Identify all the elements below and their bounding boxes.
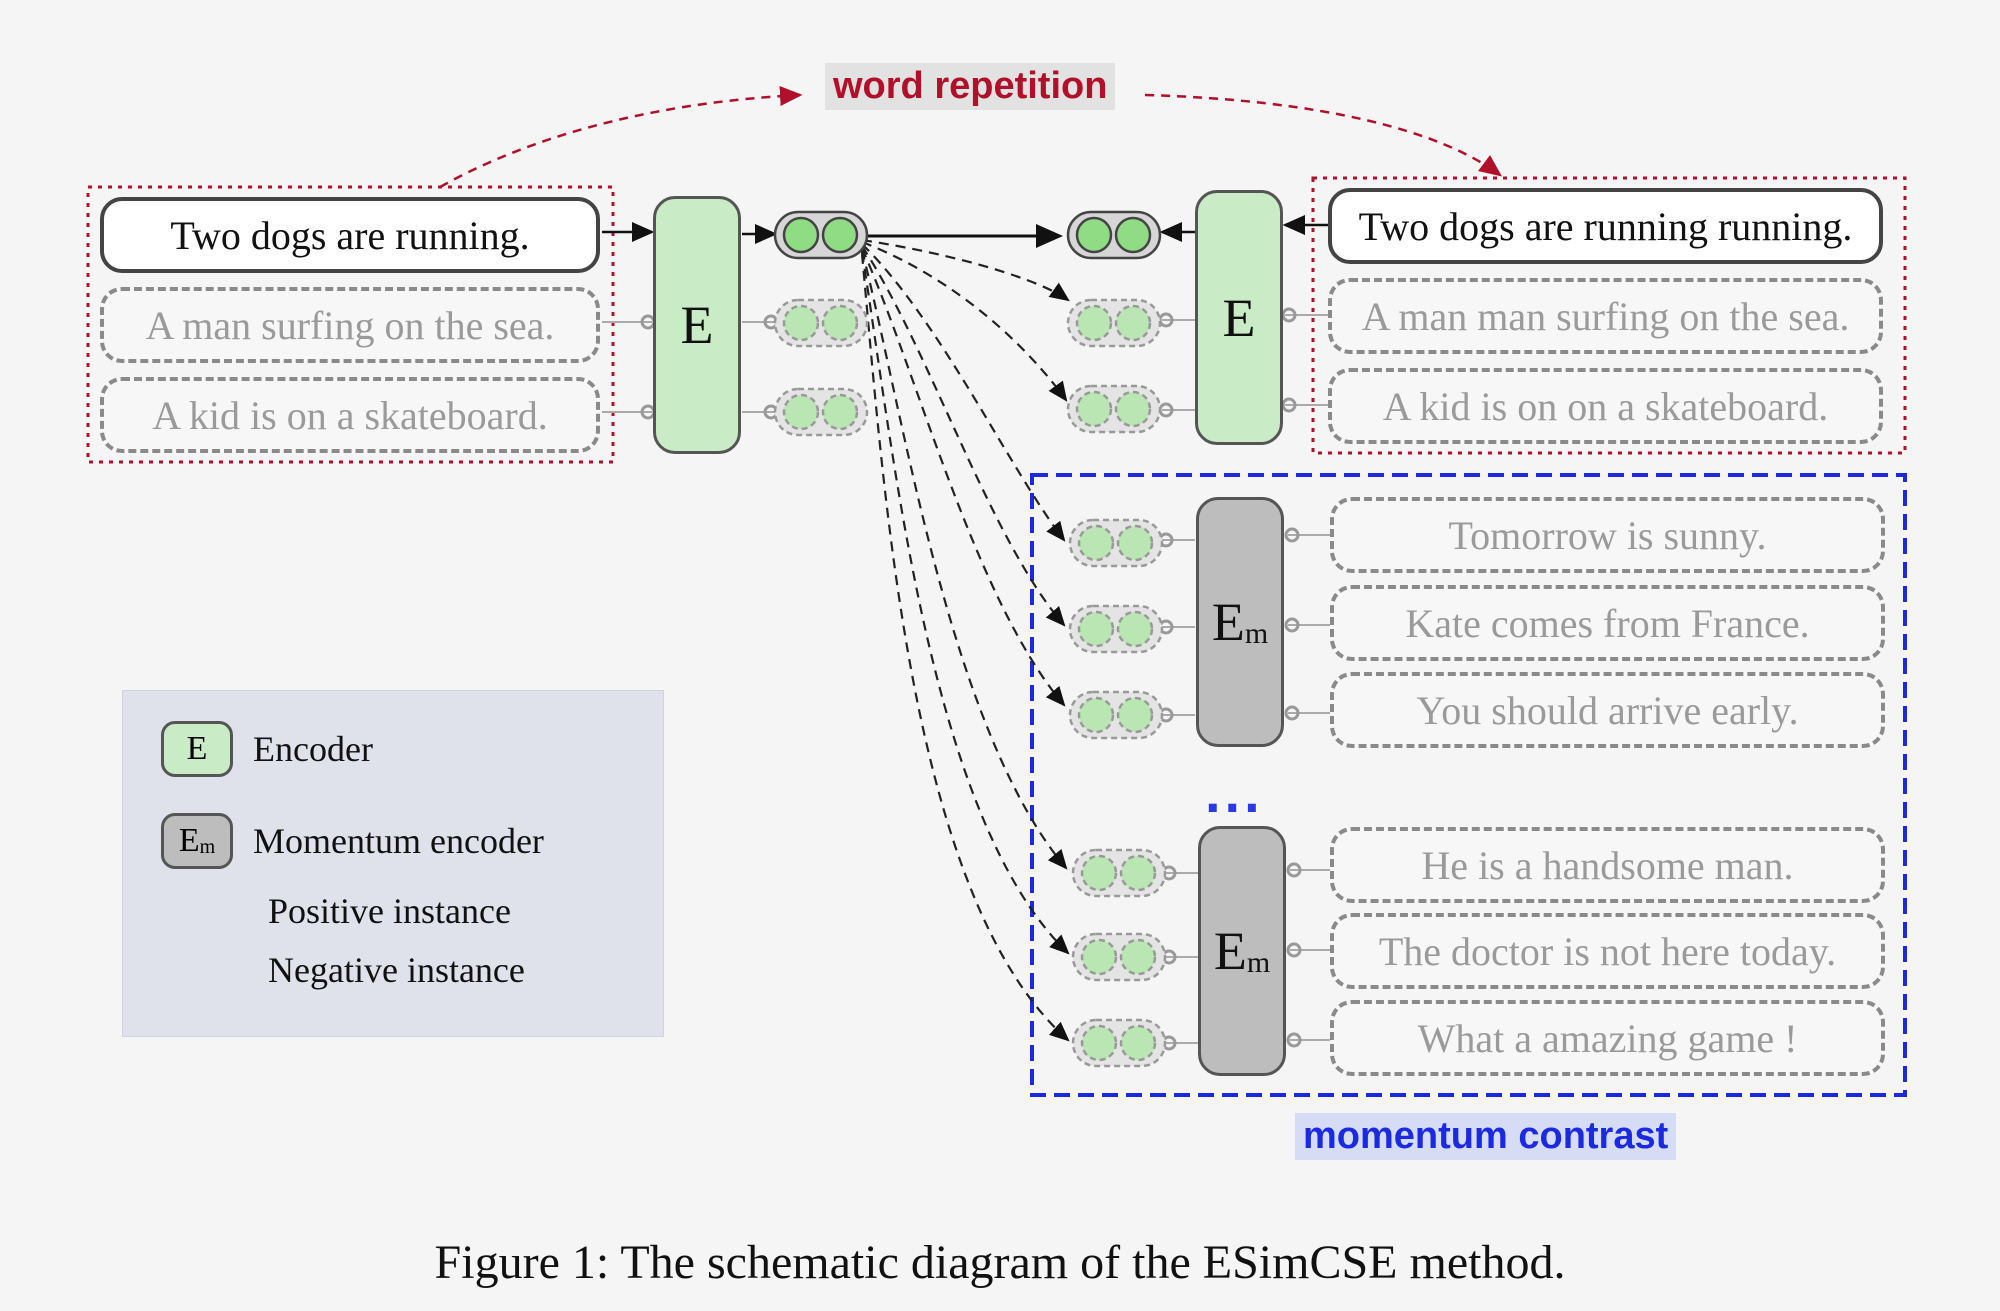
right-positive-sentence: Two dogs are running running.	[1328, 188, 1883, 264]
momentum-sentence-1: Tomorrow is sunny.	[1330, 497, 1885, 573]
legend-momentum-label: Momentum encoder	[253, 821, 544, 861]
momentum-encoder-1-sub: m	[1244, 617, 1269, 650]
momentum-sentence-3: You should arrive early.	[1330, 672, 1885, 748]
word-repetition-label: word repetition	[825, 63, 1116, 110]
figure-caption: Figure 1: The schematic diagram of the E…	[434, 1236, 1566, 1289]
legend-momentum-icon-sub: m	[199, 835, 216, 858]
momentum-contrast-label: momentum contrast	[1295, 1113, 1677, 1160]
left-batch-frame	[86, 185, 615, 464]
right-emb-2	[1066, 298, 1162, 348]
mom2-emb-3	[1071, 1018, 1167, 1068]
left-encoder-letter: E	[680, 295, 714, 355]
embeddings	[773, 210, 1167, 1068]
legend-positive-label: Positive instance	[268, 891, 511, 931]
left-negative-sentence-1: A man surfing on the sea.	[100, 287, 600, 363]
word-repetition-arrow-right	[1144, 93, 1503, 177]
ellipsis: ...	[1205, 761, 1264, 824]
left-emb-2	[773, 298, 869, 348]
momentum-frame	[1030, 473, 1907, 1097]
left-negative-sentence-2: A kid is on a skateboard.	[100, 377, 600, 453]
mom2-emb-2	[1071, 932, 1167, 982]
momentum-sentence-4: He is a handsome man.	[1330, 827, 1885, 903]
mom1-emb-2	[1068, 604, 1164, 654]
momentum-sentence-2: Kate comes from France.	[1330, 585, 1885, 661]
right-negative-sentence-1: A man man surfing on the sea.	[1328, 278, 1883, 354]
left-positive-sentence: Two dogs are running.	[100, 197, 600, 273]
right-emb-3	[1066, 384, 1162, 434]
word-repetition-arrow-left	[439, 86, 803, 189]
negative-instance-links	[860, 238, 1070, 1042]
left-emb-3	[773, 387, 869, 437]
right-negative-sentence-2: A kid is on on a skateboard.	[1328, 368, 1883, 444]
legend-encoder-row: E Encoder	[161, 721, 373, 777]
mom1-emb-3	[1068, 690, 1164, 740]
momentum-encoder-1-letter: E	[1211, 592, 1245, 652]
right-encoder-letter: E	[1222, 287, 1256, 348]
legend-encoder-icon-letter: E	[186, 730, 208, 767]
left-emb-1	[773, 210, 869, 260]
legend-positive-row: Positive instance	[268, 890, 511, 932]
momentum-encoder-2-letter: E	[1213, 921, 1247, 981]
left-encoder: E	[653, 196, 741, 454]
legend-negative-row: Negative instance	[268, 949, 525, 991]
mom1-emb-1	[1068, 518, 1164, 568]
right-emb-1	[1066, 210, 1162, 260]
right-batch-frame	[1311, 176, 1907, 455]
legend-momentum-icon-letter: E	[178, 822, 200, 859]
momentum-sentence-6: What a amazing game !	[1330, 1000, 1885, 1076]
momentum-encoder-2-sub: m	[1246, 946, 1271, 979]
legend-encoder-label: Encoder	[253, 729, 373, 769]
momentum-sentence-5: The doctor is not here today.	[1330, 913, 1885, 989]
right-encoder: E	[1195, 190, 1283, 445]
legend-encoder-icon: E	[161, 721, 233, 777]
legend-negative-label: Negative instance	[268, 950, 525, 990]
mom2-emb-1	[1071, 848, 1167, 898]
